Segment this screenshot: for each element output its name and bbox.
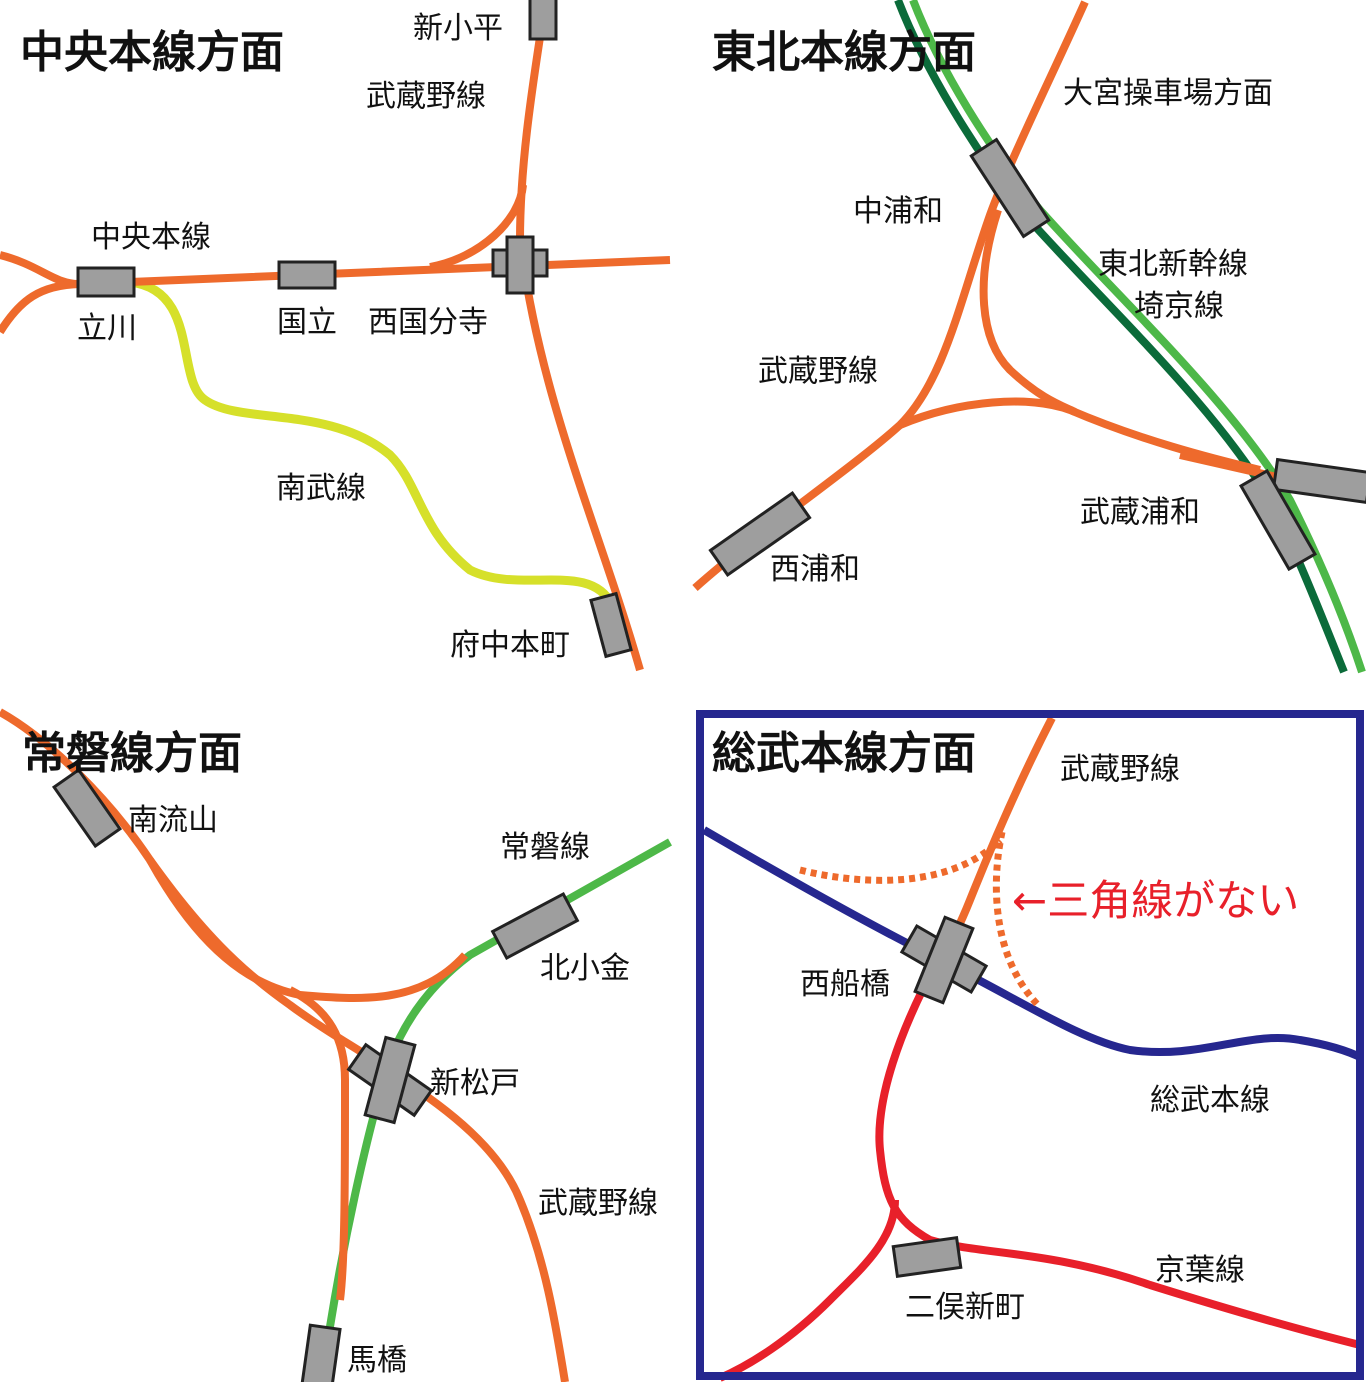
label-tachikawa: 立川	[77, 311, 137, 346]
label-joban-line: 常磐線	[500, 830, 590, 865]
musashino-line-track	[515, 4, 644, 672]
label-omiya-yard: 大宮操車場方面	[1063, 76, 1273, 111]
label-musashino-line: 武蔵野線	[366, 79, 486, 114]
label-musashino-line: 武蔵野線	[538, 1186, 658, 1221]
label-shinkansen: 東北新幹線	[1098, 247, 1248, 282]
label-keiyo-line: 京葉線	[1155, 1253, 1245, 1288]
musashino-line-main	[692, 0, 1089, 591]
sobu-line-track	[701, 826, 1364, 1062]
nambu-line-track	[129, 277, 617, 608]
label-musashino-line: 武蔵野線	[758, 354, 878, 389]
label-fuchu-hommachi: 府中本町	[450, 628, 570, 663]
label-mabashi: 馬橋	[347, 1343, 407, 1378]
label-kunitachi: 国立	[277, 305, 337, 340]
shinkansen-track	[894, 0, 1348, 674]
station-futamata-shimmachi	[891, 1235, 963, 1279]
musashino-mabashi-link	[288, 986, 350, 1301]
label-musashino-line: 武蔵野線	[1060, 752, 1180, 787]
missing-chord-west	[799, 837, 1003, 884]
station-kunitachi	[277, 260, 337, 290]
station-nishi-funabashi-b	[913, 915, 975, 1005]
musashino-chord-2	[979, 208, 1077, 416]
label-naka-urawa: 中浦和	[853, 194, 943, 229]
musashino-joban-link	[146, 858, 468, 1003]
label-saikyo: 埼京線	[1134, 289, 1224, 324]
missing-chord-east	[992, 831, 1041, 1008]
keiyo-line-track	[875, 958, 1361, 1349]
station-shin-matsudo-b	[363, 1035, 417, 1125]
label-sobu-line: 総武本線	[1150, 1083, 1270, 1118]
saikyo-line-track	[909, 0, 1366, 674]
label-chuo-line: 中央本線	[91, 220, 211, 255]
highlight-frame	[696, 710, 1364, 1380]
station-minami-nagareyama	[51, 767, 123, 849]
station-nishi-kokubunji-v	[505, 235, 535, 295]
station-kita-kogane	[490, 891, 580, 961]
label-nambu-line: 南武線	[276, 471, 366, 506]
station-fuchu-hommachi	[589, 591, 633, 659]
musashino-east	[1179, 451, 1291, 484]
panel-title: 常磐線方面	[22, 728, 242, 779]
station-naka-urawa	[969, 137, 1051, 239]
keiyo-branch	[718, 1199, 899, 1382]
station-nishi-urawa	[708, 490, 812, 578]
label-nishi-kokubunji: 西国分寺	[368, 305, 488, 340]
station-musashi-urawa-h	[1271, 457, 1366, 505]
station-mabashi	[300, 1323, 342, 1382]
station-tachikawa	[76, 266, 136, 298]
label-kita-kogane: 北小金	[540, 951, 630, 986]
station-shin-kodaira	[528, 0, 558, 41]
chuo-line-branch	[0, 280, 81, 335]
label-minami-nagareyama: 南流山	[128, 803, 218, 838]
label-nishi-funabashi: 西船橋	[800, 967, 890, 1002]
panel-chuo: 中央本線方面 新小平 武蔵野線 中央本線 立川 国立 西国分寺 南武線 府中本町	[0, 0, 671, 672]
label-shin-matsudo: 新松戸	[430, 1066, 520, 1101]
label-nishi-urawa: 西浦和	[770, 552, 860, 587]
panel-title: 東北本線方面	[712, 27, 976, 78]
panel-title: 総武本線方面	[712, 728, 976, 779]
panel-joban: 常磐線方面 南流山 常磐線 北小金 新松戸 武蔵野線 馬橋	[0, 708, 672, 1382]
label-futamata-shimmachi: 二俣新町	[905, 1290, 1025, 1325]
panel-title: 中央本線方面	[20, 27, 284, 78]
label-musashi-urawa: 武蔵浦和	[1080, 495, 1200, 530]
panel-tohoku: 東北本線方面 大宮操車場方面 中浦和 東北新幹線 埼京線 武蔵野線 武蔵浦和 西…	[692, 0, 1366, 674]
triangle-note: ←三角線がない	[1012, 876, 1299, 925]
label-shin-kodaira: 新小平	[413, 11, 503, 46]
station-musashi-urawa-v	[1238, 468, 1318, 572]
musashino-chord	[429, 184, 527, 271]
panel-sobu: 総武本線方面 武蔵野線 ←三角線がない 西船橋 総武本線 京葉線 二俣新町	[696, 710, 1364, 1382]
